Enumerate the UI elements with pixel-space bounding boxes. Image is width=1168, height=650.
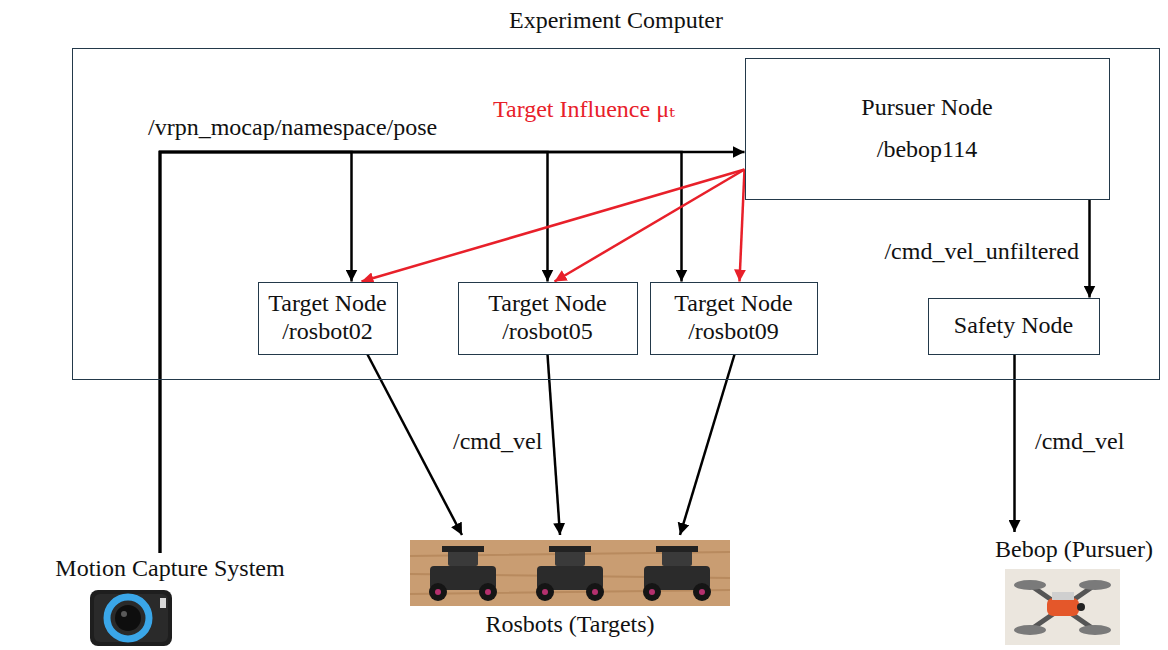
- node-label: Target Node /rosbot02: [262, 290, 394, 345]
- topic-label: /vrpn_mocap/namespace/pose: [145, 114, 440, 142]
- node-label: Motion Capture System: [55, 555, 284, 583]
- topic-label: /cmd_vel: [450, 428, 545, 456]
- mocap-device: Motion Capture System: [8, 553, 332, 648]
- target-node-box: Target Node /rosbot02: [258, 282, 398, 355]
- node-label: Rosbots (Targets): [485, 611, 654, 639]
- node-label: /bebop114: [877, 136, 977, 164]
- node-label: Safety Node: [954, 312, 1073, 340]
- node-label: Target Node /rosbot05: [462, 290, 634, 345]
- safety-node-box: Safety Node: [928, 298, 1100, 355]
- rosbot-group: Rosbots (Targets): [410, 535, 730, 645]
- topic-arrow: [368, 355, 463, 536]
- topic-arrow: [548, 355, 561, 536]
- pursuer-node-box: Pursuer Node/bebop114: [745, 58, 1110, 200]
- rosbots-photo: [410, 540, 730, 606]
- topic-label: /cmd_vel: [1032, 428, 1127, 456]
- topic-arrow: [1013, 355, 1016, 533]
- topic-arrow: [1088, 200, 1091, 298]
- node-label: Pursuer Node: [861, 94, 992, 122]
- frame-title: Experiment Computer: [73, 7, 1159, 35]
- drone-photo: [1005, 569, 1120, 645]
- target-node-box: Target Node /rosbot05: [458, 282, 638, 355]
- topic-arrow: [680, 355, 735, 536]
- camera-illustration: [90, 590, 172, 646]
- influence-arrow: [362, 170, 745, 282]
- topic-arrow: [160, 152, 682, 553]
- node-label: Target Node /rosbot09: [654, 290, 814, 345]
- node-label: Bebop (Pursuer): [995, 536, 1153, 564]
- topic-label: Target Influence μₜ: [490, 96, 678, 124]
- influence-arrow: [555, 170, 745, 282]
- topic-label: /cmd_vel_unfiltered: [881, 238, 1082, 266]
- target-node-box: Target Node /rosbot09: [650, 282, 818, 355]
- drone-device: Bebop (Pursuer): [985, 532, 1163, 648]
